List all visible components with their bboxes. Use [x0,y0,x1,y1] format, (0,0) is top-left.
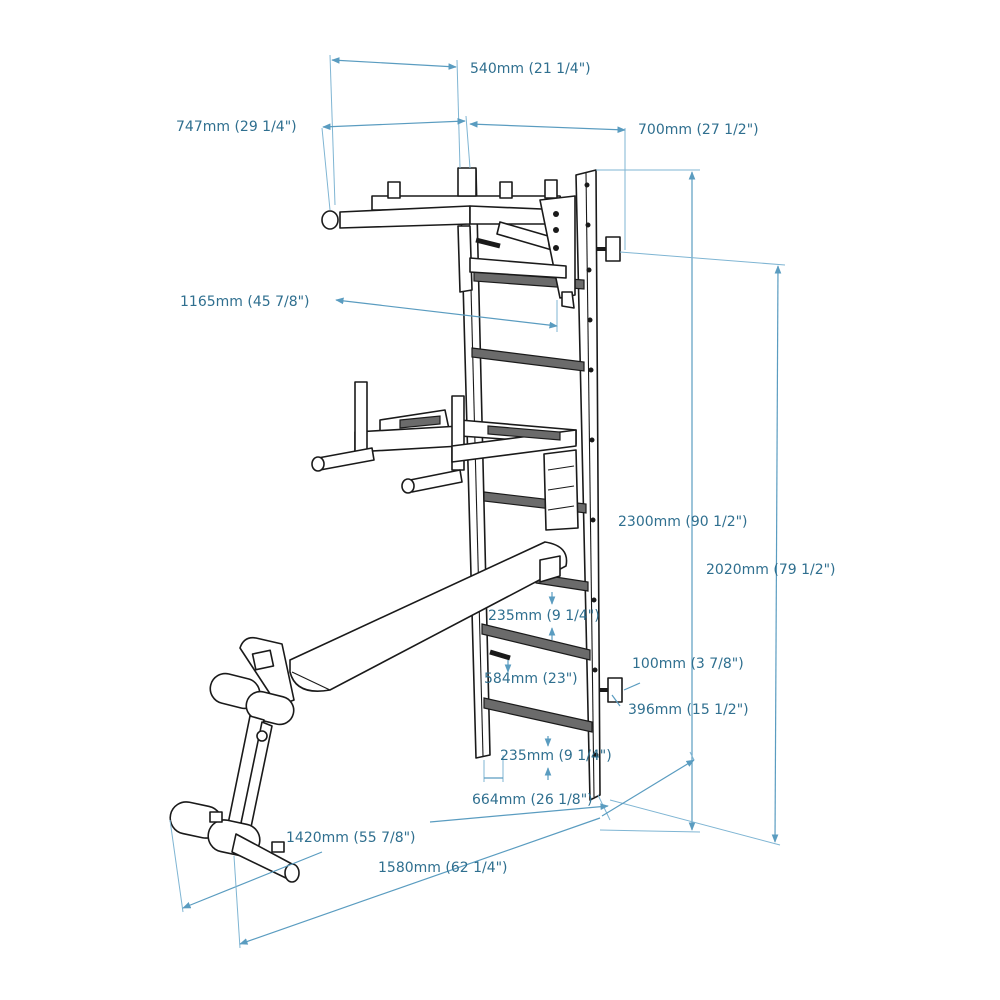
label-rung-spacing-upper: 235mm (9 1/4") [488,608,600,624]
label-pullup-width: 747mm (29 1/4") [176,119,297,135]
label-total-height: 2300mm (90 1/2") [618,514,748,530]
label-pullup-reach: 1165mm (45 7/8") [180,294,310,310]
dimension-lines [169,54,786,949]
label-wall-height: 2020mm (79 1/2") [706,562,836,578]
label-bracket-height: 396mm (15 1/2") [628,702,749,718]
pullup-bar [321,167,576,309]
equipment-drawing [169,167,623,883]
bench [169,541,568,883]
label-bracket-offset: 100mm (3 7/8") [632,656,744,672]
label-total-depth: 1580mm (62 1/4") [378,860,508,876]
label-rung-spacing-lower: 235mm (9 1/4") [500,748,612,764]
dimension-labels: 540mm (21 1/4") 747mm (29 1/4") 700mm (2… [176,61,836,876]
ladder-rungs [471,271,593,733]
label-bench-length: 1420mm (55 7/8") [286,830,416,846]
label-rung-width: 584mm (23") [484,671,578,687]
label-base-width: 664mm (26 1/8") [472,792,593,808]
wall-brackets [475,236,623,703]
dip-bar [311,381,579,531]
label-depth-top: 700mm (27 1/2") [638,122,759,138]
label-width-top: 540mm (21 1/4") [470,61,591,77]
